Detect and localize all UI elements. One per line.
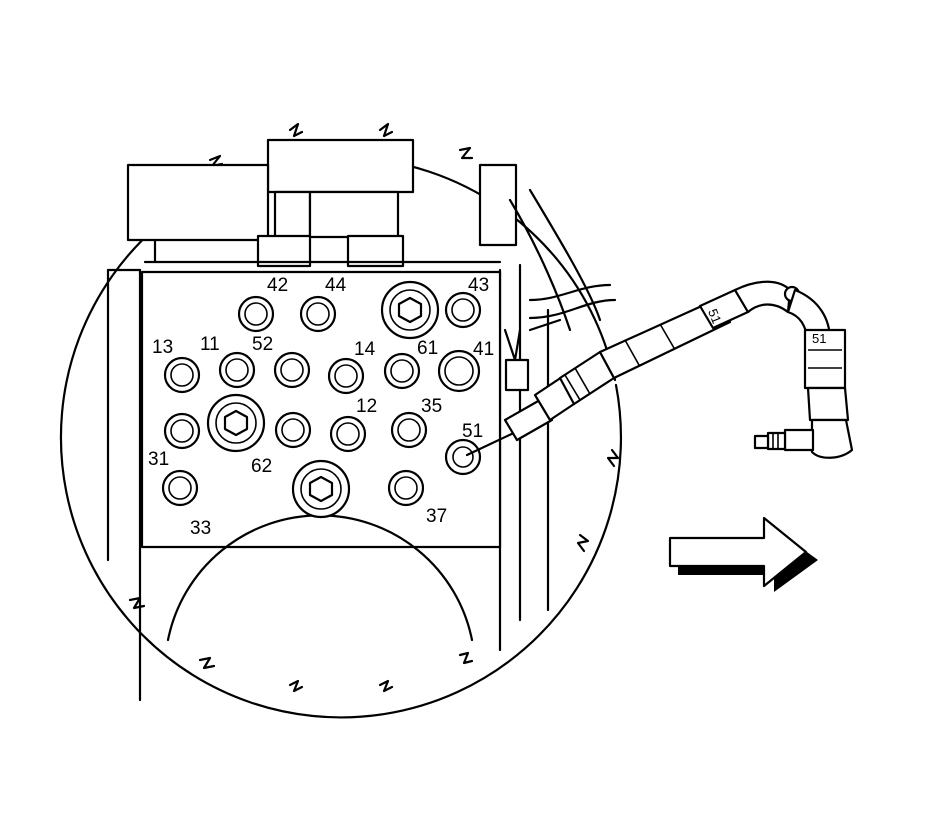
port-41 [437, 349, 481, 393]
port-43 [444, 291, 482, 329]
label-44: 44 [325, 275, 347, 296]
side-hoses [503, 283, 617, 392]
port-52b [274, 411, 312, 449]
right-arrow-icon [668, 516, 818, 592]
plug-bolt-left [206, 393, 266, 453]
upper-housing [126, 138, 518, 268]
port-14 [327, 357, 365, 395]
port-13 [163, 356, 201, 394]
label-43: 43 [468, 275, 489, 296]
label-52: 52 [252, 334, 273, 355]
hose-tag-a: 51 [705, 307, 724, 326]
plug-bolt-bottom [291, 459, 351, 519]
label-35: 35 [421, 396, 442, 417]
port-labels: 42 44 43 13 11 52 14 61 41 12 35 51 31 6… [148, 275, 494, 539]
label-42: 42 [267, 275, 288, 296]
ports [161, 280, 482, 519]
label-61: 61 [417, 338, 438, 359]
label-41: 41 [473, 339, 494, 360]
label-37: 37 [426, 506, 447, 527]
label-14: 14 [354, 339, 376, 360]
port-52 [273, 351, 311, 389]
label-51: 51 [462, 421, 483, 442]
label-13: 13 [152, 337, 173, 358]
port-33 [161, 469, 199, 507]
port-12 [329, 415, 367, 453]
label-11: 11 [200, 334, 220, 355]
port-42 [237, 295, 275, 333]
plug-bolt-top [380, 280, 440, 340]
port-44 [299, 295, 337, 333]
port-61 [383, 352, 421, 390]
hose-tag-b: 51 [812, 331, 826, 346]
label-33: 33 [190, 518, 211, 539]
port-35 [390, 411, 428, 449]
port-11 [218, 351, 256, 389]
gauge-hose-assembly: 51 51 [465, 280, 854, 459]
port-51 [444, 438, 482, 476]
port-37 [387, 469, 425, 507]
port-31 [163, 412, 201, 450]
label-31: 31 [148, 449, 169, 470]
label-12: 12 [356, 396, 377, 417]
label-62: 62 [251, 456, 272, 477]
